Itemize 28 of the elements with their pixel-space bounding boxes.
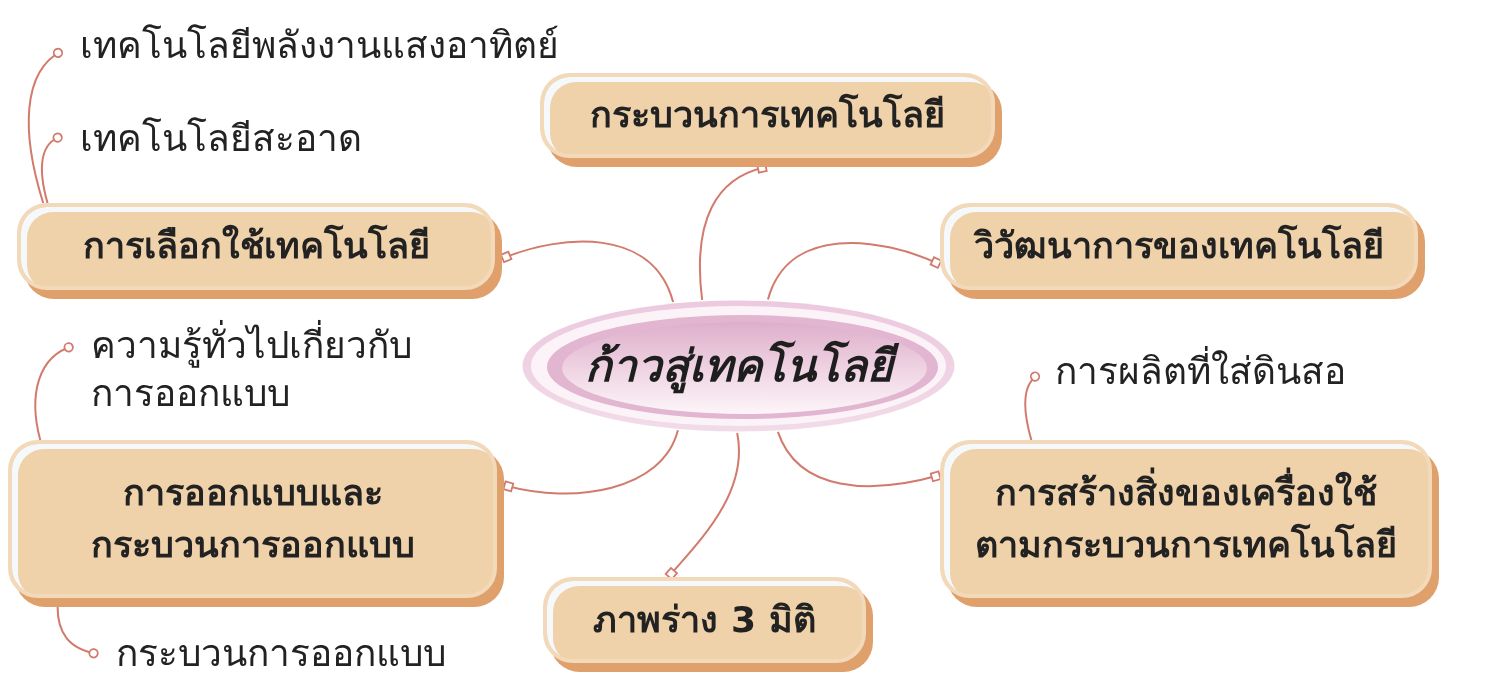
connector-line bbox=[766, 241, 942, 301]
connector-line bbox=[776, 430, 942, 488]
subtopic-text: กระบวนการออกแบบ bbox=[98, 630, 446, 679]
leader-line bbox=[27, 48, 64, 204]
topic-box bbox=[17, 203, 502, 299]
central-ellipse bbox=[522, 300, 955, 432]
connector-line bbox=[502, 429, 679, 495]
topic-box bbox=[543, 577, 873, 672]
subtopic-text: การผลิตที่ใส่ดินสอ bbox=[1039, 348, 1346, 397]
topic-box bbox=[940, 440, 1439, 607]
topic-label: วิวัฒนาการของเทคโนโลยี bbox=[974, 223, 1384, 269]
leader-line bbox=[56, 606, 99, 659]
leader-line bbox=[40, 132, 63, 204]
topic-box bbox=[940, 203, 1425, 299]
topic-box bbox=[8, 440, 504, 607]
topic-label: การออกแบบและกระบวนการออกแบบ bbox=[89, 470, 416, 567]
subtopic-text: เทคโนโลยีสะอาด bbox=[62, 115, 362, 164]
topic-label: กระบวนการเทคโนโลยี bbox=[590, 92, 945, 138]
topic-label: การสร้างสิ่งของเครื่องใช้ตามกระบวนการเทคโนโลยี bbox=[967, 466, 1405, 572]
subtopic-text: ความรู้ทั่วไปเกี่ยวกับการออกแบบ bbox=[73, 322, 451, 419]
connector-line bbox=[500, 240, 675, 304]
topic-box bbox=[540, 73, 1002, 167]
central-topic-label: ก้าวสู่เทคโนโลยี bbox=[572, 330, 905, 402]
leader-line bbox=[34, 342, 74, 441]
subtopic-text: เทคโนโลยีพลังงานแสงอาทิตย์ bbox=[62, 22, 559, 71]
topic-label: ภาพร่าง 3 มิติ bbox=[593, 597, 816, 642]
leader-line bbox=[1024, 371, 1041, 441]
topic-label: การเลือกใช้เทคโนโลยี bbox=[82, 223, 430, 269]
